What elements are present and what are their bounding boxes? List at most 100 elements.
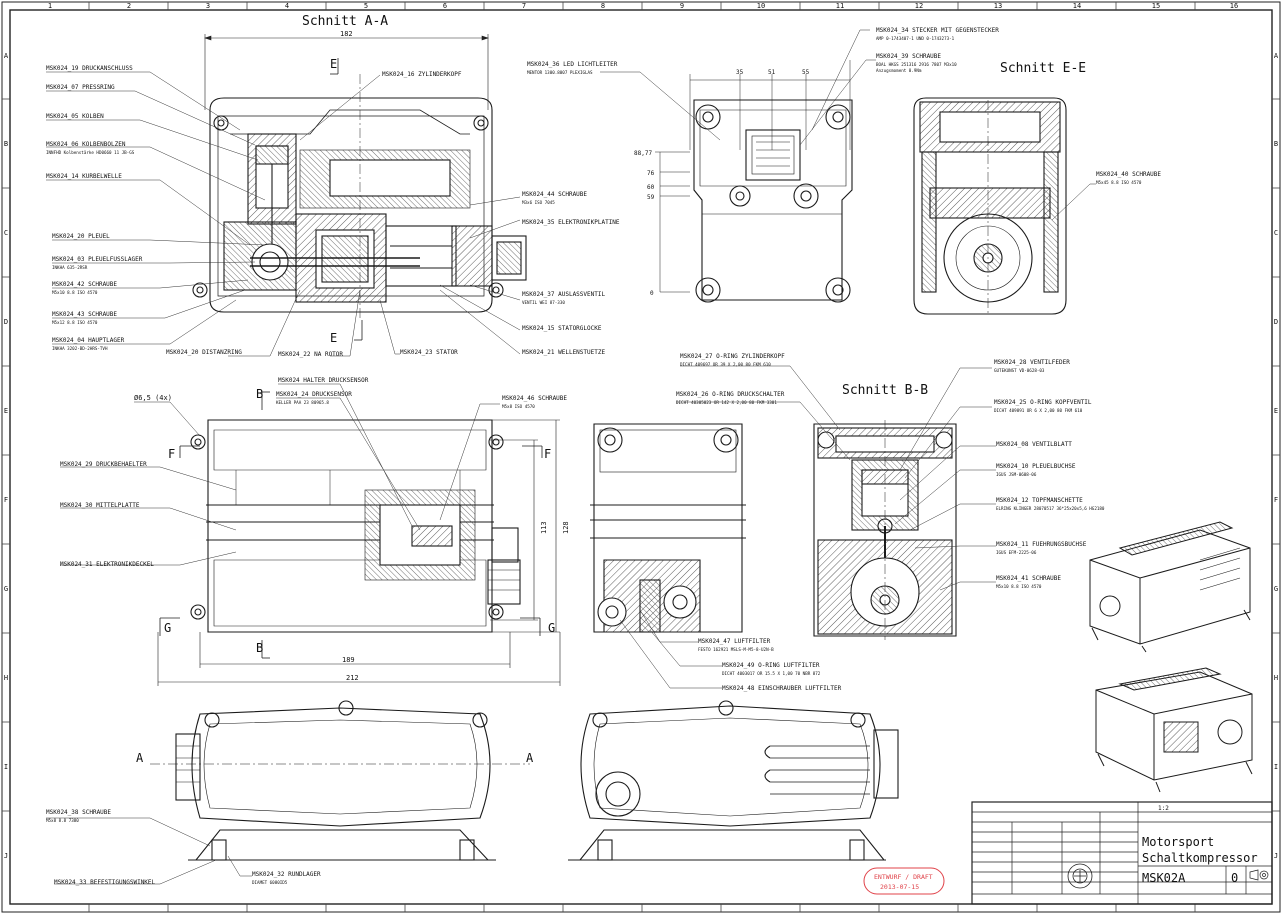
leader-lines-ee <box>1051 183 1096 221</box>
label-topfmanschette-spec: ELRING KLINGER 28070517 36*25x20x5,6 HG2… <box>996 506 1105 511</box>
grid-row-label: E <box>1274 407 1278 415</box>
grid-row-label: E <box>4 407 8 415</box>
title-scale: 1:2 <box>1158 805 1169 812</box>
grid-col-label: 6 <box>443 2 447 10</box>
grid-col-label: 3 <box>206 2 210 10</box>
label-hauptlager: MSK024_04 HAUPTLAGER <box>52 337 125 344</box>
section-marker-e <box>330 58 363 341</box>
label-druckanschluss: MSK024_19 DRUCKANSCHLUSS <box>46 65 133 72</box>
grid-row-label: G <box>1274 585 1278 593</box>
leader-lines-top <box>60 383 500 566</box>
label-einschrauber-luftfilter: MSK024_48 EINSCHRAUBER LUFTFILTER <box>722 685 842 692</box>
label-fuehrungsbuchse-spec: IGUS EFM-2225-06 <box>996 550 1037 555</box>
label-oring-druckschalter-spec: DICHT 40305023 OR 142 X 2,00 80 FKM 3301 <box>676 400 777 405</box>
label-ventilfeder: MSK024_28 VENTILFEDER <box>994 359 1070 366</box>
section-ee-view <box>913 97 1067 316</box>
label-schraube-41-spec: M5x10 8.8 ISO 4570 <box>996 584 1042 589</box>
label-drucksensor: MSK024_24 DRUCKSENSOR <box>276 391 352 398</box>
title-line-1: Motorsport <box>1142 835 1214 849</box>
section-title-aa: Schnitt A-A <box>302 14 388 29</box>
section-aa-view <box>192 97 527 313</box>
draft-stamp-line2: 2013-07-15 <box>880 883 919 891</box>
label-pleuel: MSK024_20 PLEUEL <box>52 233 110 240</box>
grid-row-label: J <box>1274 852 1278 860</box>
grid-col-label: 9 <box>680 2 684 10</box>
section-marker-a-label: A <box>136 751 144 765</box>
label-schraube-40-spec: M5x45 8.8 ISO 4570 <box>1096 180 1142 185</box>
label-hauptlager-spec: INKHA 3202-BD-2HRS-TVH <box>52 346 108 351</box>
label-elektronikdeckel: MSK024_31 ELEKTRONIKDECKEL <box>60 561 154 568</box>
section-marker-a-label: A <box>526 751 534 765</box>
dimension-51: 51 <box>768 69 776 76</box>
grid-row-labels: A B C D E F G H I J A B C D E F G H I J <box>4 52 1279 860</box>
grid-col-label: 1 <box>48 2 52 10</box>
dimension-113-value: 113 <box>540 521 548 534</box>
grid-col-label: 12 <box>915 2 923 10</box>
label-oring-kopfventil-spec: DICHT 409891 OR 6 X 2,00 80 FKM 610 <box>994 408 1083 413</box>
label-auslassventil-spec: VENTIL WEI 87-330 <box>522 300 565 305</box>
label-schraube-39-torque: Anzugsmoment 0.9Nm <box>876 68 922 73</box>
label-stecker-spec: AMP 0-1743407-1 UND 0-1743273-1 <box>876 36 955 41</box>
grid-row-label: I <box>1274 763 1278 771</box>
label-fuehrungsbuchse: MSK024_11 FUEHRUNGSBUCHSE <box>996 541 1087 548</box>
label-kurbelwelle: MSK024_14 KURBELWELLE <box>46 173 122 180</box>
grid-row-label: C <box>1274 229 1278 237</box>
leader-lines-aa <box>46 71 521 357</box>
grid-col-label: 13 <box>994 2 1002 10</box>
label-schraube-43-spec: M5x12 8.8 ISO 4570 <box>52 320 98 325</box>
label-led-lichtleiter-spec: MENTOR 1300.8007 PLEXIGLAS <box>527 70 593 75</box>
grid-row-label: H <box>4 674 8 682</box>
grid-row-label: A <box>1274 52 1279 60</box>
label-schraube-41: MSK024_41 SCHRAUBE <box>996 575 1061 582</box>
grid-column-labels: 1 2 3 4 5 6 7 8 9 10 11 12 13 14 15 16 <box>48 2 1238 10</box>
front-view <box>693 99 853 303</box>
dimension-128-value: 128 <box>562 521 570 534</box>
label-oring-zylinderkopf-spec: DICHT 409697 OR 39 X 2,00 80 FKM 610 <box>680 362 771 367</box>
draft-stamp-line1: ENTWURF / DRAFT <box>874 873 933 881</box>
dimension-189-value: 189 <box>342 656 355 664</box>
grid-col-label: 2 <box>127 2 131 10</box>
label-zylinderkopf: MSK024_16 ZYLINDERKOPF <box>382 71 462 78</box>
dimension-35: 35 <box>736 69 744 76</box>
dimension-0: 0 <box>650 290 654 297</box>
label-kolben: MSK024_05 KOLBEN <box>46 113 104 120</box>
section-markers-bfg <box>159 391 543 659</box>
grid-row-label: G <box>4 585 8 593</box>
grid-row-label: D <box>1274 318 1278 326</box>
label-schraube-38: MSK024_38 SCHRAUBE <box>46 809 111 816</box>
label-pleuelfusslager-spec: INKHA 635-2RSR <box>52 265 88 270</box>
label-oring-zylinderkopf: MSK024_27 O-RING ZYLINDERKOPF <box>680 353 785 360</box>
label-rundlager: MSK024_32 RUNDLAGER <box>252 871 321 878</box>
bottom-view-right <box>568 700 899 861</box>
grid-row-label: J <box>4 852 8 860</box>
dimension-59: 59 <box>647 194 655 201</box>
grid-row-label: D <box>4 318 8 326</box>
grid-col-label: 14 <box>1073 2 1081 10</box>
label-schraube-46-spec: M5x8 ISO 4570 <box>502 404 535 409</box>
grid-col-label: 15 <box>1152 2 1160 10</box>
grid-row-label: H <box>1274 674 1278 682</box>
dimension-holes-value: Ø6,5 (4x) <box>134 394 172 402</box>
label-pleuelbuchse-spec: IGUS JSM-0608-06 <box>996 472 1037 477</box>
part-labels-side: MSK024_47 LUFTFILTER FESTO 162921 MSLS-M… <box>698 638 842 692</box>
grid-row-label: A <box>4 52 9 60</box>
dimension-88-77: 88,77 <box>634 150 652 157</box>
label-auslassventil: MSK024_37 AUSLASSVENTIL <box>522 291 605 298</box>
label-halter-drucksensor: MSK024 HALTER DRUCKSENSOR <box>278 377 369 384</box>
leader-lines-side <box>619 609 722 689</box>
leader-lines-bb <box>676 365 996 591</box>
grid-col-label: 7 <box>522 2 526 10</box>
dimension-holes <box>134 401 201 437</box>
label-oring-kopfventil: MSK024_25 O-RING KOPFVENTIL <box>994 399 1092 406</box>
label-rundlager-spec: DIAMET 6080ID5 <box>252 880 288 885</box>
label-schraube-44: MSK024_44 SCHRAUBE <box>522 191 587 198</box>
label-oring-druckschalter: MSK024_26 O-RING DRUCKSCHALTER <box>676 391 785 398</box>
label-stecker: MSK024_34 STECKER MIT GEGENSTECKER <box>876 27 999 34</box>
grid-row-label: I <box>4 763 8 771</box>
grid-col-label: 10 <box>757 2 765 10</box>
company-logo-icon <box>1067 863 1093 889</box>
label-befestigungswinkel: MSK024_33 BEFESTIGUNGSWINKEL <box>54 879 156 886</box>
grid-col-label: 4 <box>285 2 289 10</box>
